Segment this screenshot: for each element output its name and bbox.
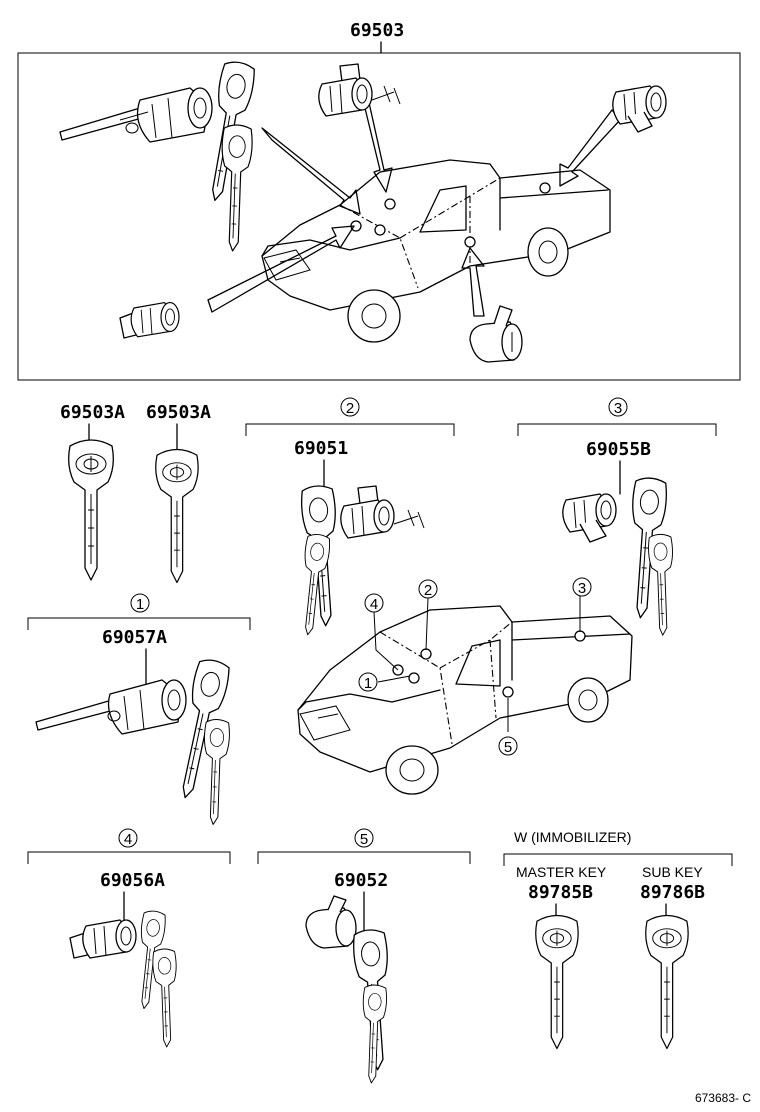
group-1-part-number: 69057A bbox=[102, 627, 167, 648]
truck-callout-2: 2 bbox=[424, 582, 432, 599]
group-5-bracket bbox=[257, 828, 471, 864]
master-key-1-part-number: 69503A bbox=[60, 402, 125, 423]
top-arrows bbox=[207, 97, 621, 317]
top-assembly-frame bbox=[17, 52, 741, 381]
group-5-part-number: 69052 bbox=[334, 870, 388, 891]
group-3-bracket bbox=[517, 397, 717, 436]
immobilizer-sub-key bbox=[645, 914, 689, 1050]
top-assembly-part-number: 69503 bbox=[350, 20, 404, 41]
group-2-index: 2 bbox=[346, 400, 354, 417]
immobilizer-title: W (IMMOBILIZER) bbox=[514, 829, 631, 845]
top-door-cylinder-right bbox=[469, 305, 523, 363]
sub-key-label: SUB KEY bbox=[642, 864, 703, 880]
group-3-back-door-cylinder bbox=[562, 493, 617, 543]
master-key-part-number: 89785B bbox=[528, 882, 593, 903]
diagram-reference: 673683- C bbox=[695, 1091, 751, 1105]
group-3-index: 3 bbox=[614, 400, 622, 417]
truck-callout-4: 4 bbox=[370, 596, 378, 613]
group-5-index: 5 bbox=[360, 831, 368, 848]
sub-key-part-number: 89786B bbox=[640, 882, 705, 903]
group-4-part-number: 69056A bbox=[100, 870, 165, 891]
truck-callout-3: 3 bbox=[578, 580, 586, 597]
group-2-bracket bbox=[245, 397, 455, 436]
master-key-2 bbox=[155, 448, 199, 584]
top-truck-illustration bbox=[261, 159, 611, 343]
group-5-key-b bbox=[359, 984, 388, 1084]
group-1-ignition-switch bbox=[35, 679, 187, 735]
group-3-key-b bbox=[647, 533, 676, 637]
group-1-index: 1 bbox=[136, 596, 144, 613]
immobilizer-bracket bbox=[503, 853, 733, 866]
group-1-key-b bbox=[200, 718, 231, 826]
top-ignition-switch bbox=[59, 87, 213, 143]
immobilizer-master-key bbox=[535, 914, 579, 1050]
group-3-part-number: 69055B bbox=[586, 439, 651, 460]
truck-callout-1: 1 bbox=[364, 675, 372, 692]
group-4-glove-box-cylinder bbox=[69, 919, 137, 959]
truck-callout-5: 5 bbox=[504, 739, 512, 756]
group-4-bracket bbox=[27, 828, 231, 864]
top-door-cylinder bbox=[318, 63, 401, 117]
top-back-door-cylinder bbox=[612, 85, 667, 133]
master-key-label: MASTER KEY bbox=[516, 864, 607, 880]
group-1-bracket bbox=[27, 593, 251, 630]
group-2-part-number: 69051 bbox=[294, 438, 348, 459]
center-truck-illustration bbox=[297, 577, 633, 795]
group-4-key-b bbox=[151, 948, 180, 1048]
master-key-1 bbox=[68, 439, 114, 581]
group-5-door-cylinder bbox=[305, 895, 357, 949]
group-4-index: 4 bbox=[124, 831, 132, 848]
master-key-2-part-number: 69503A bbox=[146, 402, 211, 423]
top-glove-box-cylinder bbox=[119, 302, 180, 339]
group-2-door-cylinder bbox=[340, 485, 425, 539]
